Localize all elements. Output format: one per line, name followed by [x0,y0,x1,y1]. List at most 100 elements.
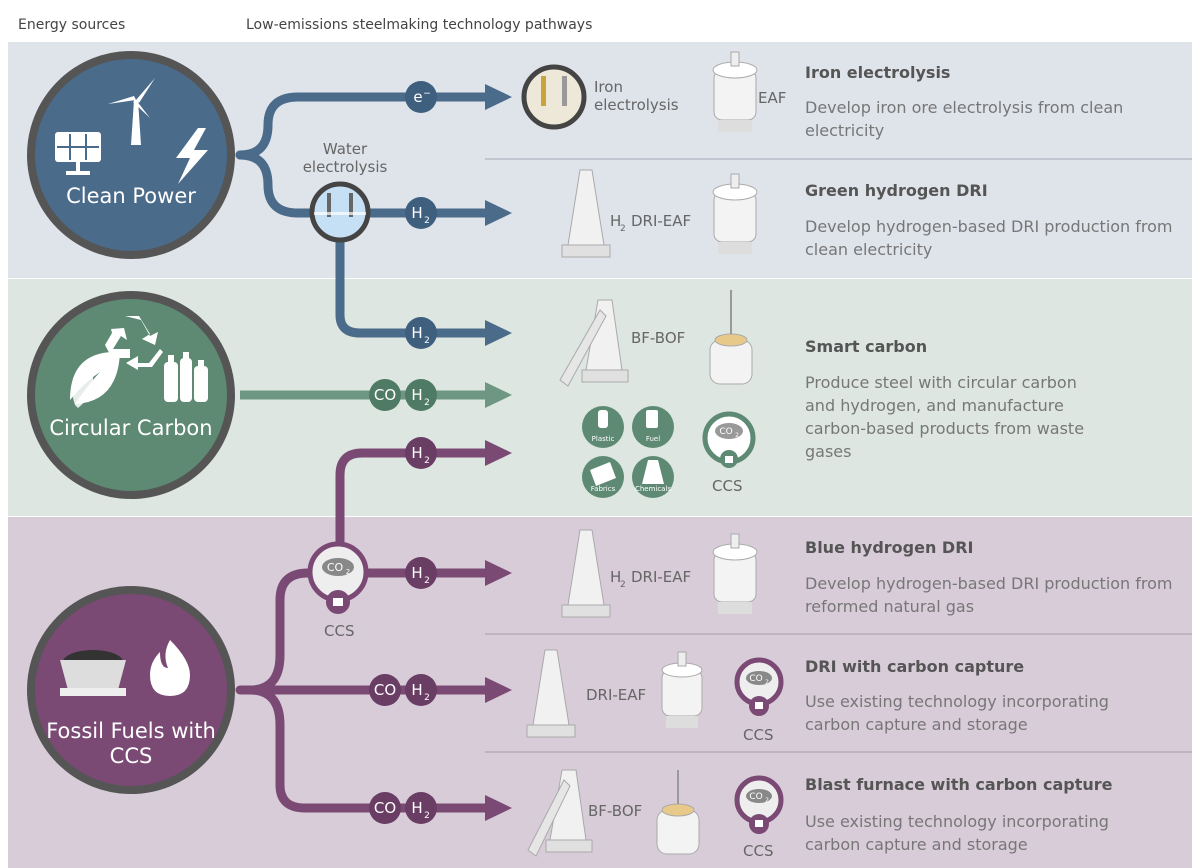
co-badge [369,792,401,824]
ccs-label: CCS [743,726,773,744]
pathway-description: Develop iron ore electrolysis from clean… [805,98,1124,140]
iron-electrolysis-icon [521,64,587,130]
circular-carbon-label: Circular Carbon [49,416,213,440]
electron-sup: − [423,89,431,99]
energy-sources-heading: Energy sources [18,17,126,33]
pathway-description: Use existing technology incorporating ca… [805,692,1109,734]
flow-clean-to-water [235,150,490,218]
h2-label: H [411,204,422,222]
coal-cart-icon [60,650,126,696]
h2-label: H [411,324,422,342]
bf-bof-label: BF-BOF [588,802,642,820]
co2-sub: 2 [765,679,769,686]
h2-sub: 2 [424,576,430,586]
ccs-label: CCS [743,842,773,860]
wind-turbine-icon [108,78,155,145]
dri-eaf-label: DRI-EAF [586,686,646,704]
eaf-label: EAF [758,89,786,107]
h2-sub: 2 [620,580,626,590]
h2-label: H [411,799,422,817]
h2-sub: 2 [424,456,430,466]
flame-icon [150,640,190,696]
h2-badge [405,674,437,706]
arrowhead [485,677,512,703]
eaf-furnace-icon [712,173,758,254]
pathway-description: Develop hydrogen-based DRI production fr… [805,217,1173,259]
co2-label: CO [749,792,762,802]
co-label: CO [374,799,396,817]
bof-converter-icon [709,290,753,385]
h2-label: H [411,681,422,699]
h2-label: H [411,386,422,404]
flow-blue-h2-smart [335,448,490,550]
fossil-fuels-circle [27,586,235,794]
eaf-furnace-icon [661,651,703,728]
leaf-icon [72,362,94,408]
pathway-description: Develop hydrogen-based DRI production fr… [805,574,1173,616]
chemicals-label: Chemicals [635,485,671,493]
co2-label: CO [749,674,762,684]
flow-fossil-upper [245,568,313,695]
h2-sub: 2 [620,224,626,234]
h2-badge [405,197,437,229]
h2-label: H [610,212,621,230]
h2-label: H [411,564,422,582]
ccs-lock-icon [734,775,784,834]
h2-sub: 2 [424,336,430,346]
h2-badge [405,379,437,411]
co2-sub: 2 [346,568,350,576]
plastic-label: Plastic [592,435,615,443]
blast-furnace-icon [559,299,629,387]
pathway-title: Blast furnace with carbon capture [805,775,1113,794]
header-bar: Energy sources Low-emissions steelmaking… [0,0,1192,40]
h2-badge [405,557,437,589]
clean-power-circle [27,51,235,259]
h2-badge [405,437,437,469]
blast-furnace-icon [527,769,593,857]
flow-clean-electricity [235,92,490,160]
electron-badge [405,81,437,113]
ccs-lock-icon [734,657,784,716]
co2-sub: 2 [735,432,739,439]
solar-panel-icon [55,132,101,175]
h2-sub: 2 [424,398,430,408]
h2-label: H [411,444,422,462]
eaf-furnace-icon [712,51,758,132]
electron-label: e [413,88,422,106]
recycle-icon [105,316,163,370]
co-badge [369,379,401,411]
pathway-title: Blue hydrogen DRI [805,538,974,557]
ccs-lock-icon [307,541,369,614]
dri-shaft-icon [561,169,611,258]
h2-sub: 2 [424,693,430,703]
arrowhead [485,200,512,226]
fuel-label: Fuel [646,435,660,443]
co2-label: CO [719,427,732,437]
water-electrolysis-label: Water electrolysis [302,140,388,176]
circular-carbon-circle [27,291,235,499]
h2-label: H [610,568,621,586]
pathway-title: Smart carbon [805,337,928,356]
bf-bof-label: BF-BOF [631,329,685,347]
co2-label: CO [327,561,344,574]
ccs-label: CCS [324,622,354,640]
dri-eaf-label: DRI-EAF [631,212,691,230]
fabrics-label: Fabrics [591,485,616,493]
arrowhead [485,382,512,408]
arrowhead [485,560,512,586]
fossil-fuels-label: Fossil Fuels with CCS [46,719,216,768]
arrowhead [485,84,512,110]
bof-converter-icon [656,770,700,855]
h2-badge [405,317,437,349]
pathway-title: Iron electrolysis [805,63,951,82]
co-badge [369,674,401,706]
leaf-icon [70,351,120,404]
pathway-title: Green hydrogen DRI [805,181,988,200]
lightning-bolt-icon [176,128,208,184]
pathway-title: DRI with carbon capture [805,657,1025,676]
arrowhead [485,320,512,346]
clean-power-label: Clean Power [66,184,196,208]
iron-electrolysis-label: Iron electrolysis [594,78,679,114]
dri-eaf-label: DRI-EAF [631,568,691,586]
